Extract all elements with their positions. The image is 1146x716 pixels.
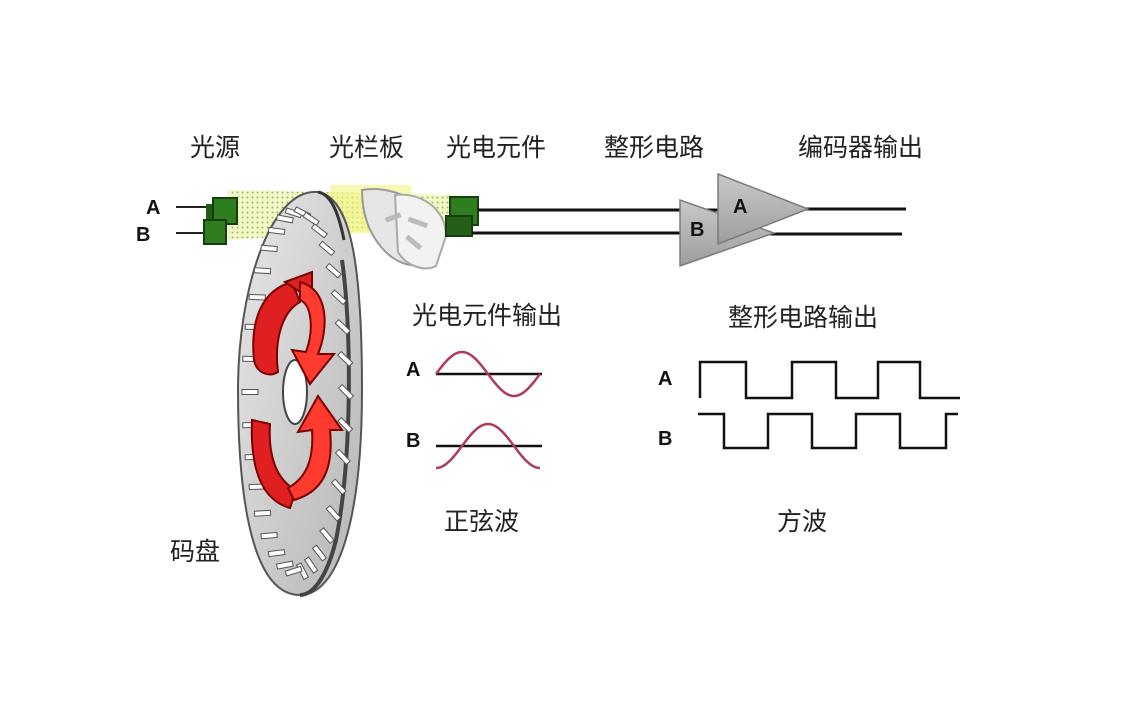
disc-slot [260, 531, 278, 540]
disc-slots [241, 206, 355, 581]
source-channel-a: A [146, 197, 161, 219]
sine-waves [434, 350, 542, 470]
disc-slot [241, 389, 259, 395]
sine-channel-a: A [406, 359, 421, 381]
rotation-arrows [250, 270, 344, 510]
label-shaping-output: 整形电路输出 [728, 303, 879, 332]
amplifier-a [717, 172, 811, 246]
disc-slot [311, 544, 327, 562]
label-shaping-circuit: 整形电路 [604, 133, 705, 162]
shaping-amplifiers [679, 172, 811, 268]
sine-channel-b: B [406, 430, 421, 452]
label-grating: 光栏板 [329, 133, 405, 162]
disc-slot [275, 560, 294, 570]
grating-plate [360, 188, 448, 270]
disc-slot [337, 350, 354, 367]
disc-slot [260, 244, 278, 253]
disc-slot [248, 293, 266, 301]
label-light-source: 光源 [190, 133, 241, 162]
disc-slot [284, 565, 303, 577]
label-sine-wave: 正弦波 [444, 507, 520, 536]
disc-slot [330, 478, 347, 496]
label-encoder-output: 编码器输出 [798, 133, 924, 162]
light-source-leds [176, 197, 238, 245]
disc-slot [337, 416, 354, 434]
amplifier-b-label: B [690, 219, 705, 241]
disc-slot [337, 383, 355, 401]
photo-element-sensor [445, 196, 479, 237]
label-photo-element: 光电元件 [446, 133, 547, 162]
sine-wave-a [434, 350, 542, 398]
source-channel-b: B [136, 224, 151, 246]
label-square-wave: 方波 [777, 507, 828, 536]
disc-slot [334, 318, 352, 336]
disc-slot [302, 211, 320, 227]
square-wave-b [698, 412, 958, 450]
disc-slot [267, 549, 286, 558]
label-photo-output: 光电元件输出 [412, 301, 563, 330]
square-waves [698, 360, 960, 450]
disc-hub-hole [282, 359, 308, 425]
disc-slot [303, 556, 319, 574]
sine-wave-b [435, 422, 541, 470]
amplifier-a-label: A [733, 196, 748, 218]
disc-slot [275, 214, 294, 224]
label-code-disc: 码盘 [170, 537, 221, 566]
disc-slot [330, 289, 348, 306]
code-disc [236, 190, 364, 597]
square-wave-a [698, 360, 960, 400]
disc-slot [310, 223, 328, 239]
square-channel-b: B [658, 428, 673, 450]
disc-slot [319, 527, 335, 545]
disc-slot [253, 267, 272, 275]
disc-slot [334, 448, 351, 466]
disc-slot [318, 240, 336, 257]
disc-slot [253, 509, 272, 517]
square-channel-a: A [658, 368, 673, 390]
disc-slot [267, 226, 286, 235]
disc-slot [325, 262, 342, 279]
disc-slot [325, 504, 342, 522]
